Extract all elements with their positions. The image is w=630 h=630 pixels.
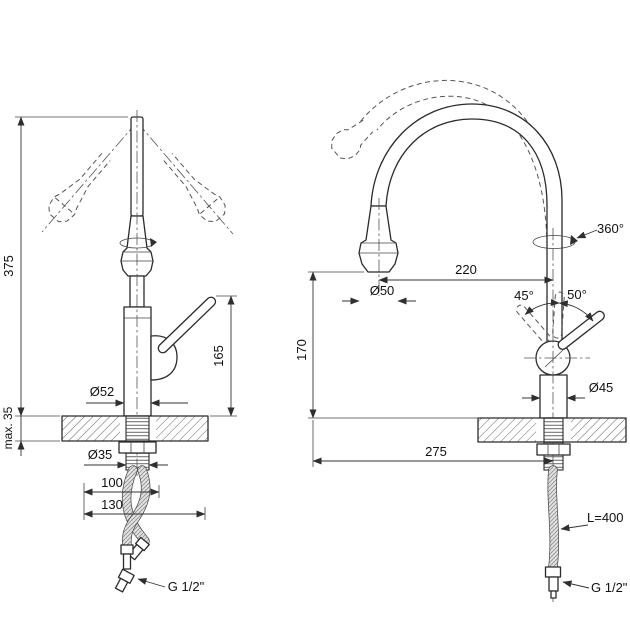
dim-body-diameter-label: Ø52 xyxy=(90,384,115,399)
swing-line-left xyxy=(41,121,138,233)
handle xyxy=(150,296,217,381)
dim-handle-tilt-left-label: 45° xyxy=(514,288,534,303)
dim-total-height: 375 xyxy=(1,116,128,417)
dim-base-diameter: Ø45 xyxy=(522,380,614,402)
dim-spray-diameter-label: Ø50 xyxy=(370,283,395,298)
spray-head xyxy=(120,215,154,277)
dim-shank-diameter: Ø35 xyxy=(84,447,168,469)
dim-hose-offset1-label: 100 xyxy=(101,475,123,490)
dim-handle-height-label: 165 xyxy=(211,345,226,367)
handle-side: 45° 50° xyxy=(514,287,605,350)
hose-fitting-bottom xyxy=(544,566,562,599)
dim-base-diameter-label: Ø45 xyxy=(589,380,614,395)
body xyxy=(123,275,152,417)
dim-hose-offset2-label: 130 xyxy=(101,497,123,512)
spout-gooseneck xyxy=(358,103,563,347)
swivel-arrow-icon xyxy=(570,235,578,245)
thread-label-side-text: G 1/2" xyxy=(591,580,628,595)
spray-head-ghost-left xyxy=(48,153,111,223)
handle-ghost-left xyxy=(515,304,551,343)
dim-body-diameter: Ø52 xyxy=(86,384,188,407)
dim-handle-height: 165 xyxy=(210,295,237,417)
thread-label-front: G 1/2" xyxy=(137,578,205,594)
swivel-indicator xyxy=(119,237,157,249)
dim-spout-clearance-label: 170 xyxy=(294,339,309,361)
supply-hoses xyxy=(114,465,151,593)
dim-total-depth: 275 xyxy=(312,420,554,467)
dim-total-depth-label: 275 xyxy=(425,444,447,459)
handle-lever xyxy=(557,310,605,350)
swivel-arrow-icon xyxy=(150,238,157,247)
side-view: 360° 45° 50° xyxy=(294,79,628,602)
supply-hose-side xyxy=(544,465,562,599)
dim-spout-reach: 220 xyxy=(378,262,554,284)
swivel-indicator-side: 360° xyxy=(532,221,624,249)
dim-spout-clearance: 170 xyxy=(294,271,480,419)
dim-shank-diameter-label: Ø35 xyxy=(88,447,113,462)
dim-handle-tilt-right-label: 50° xyxy=(567,287,587,302)
dim-total-height-label: 375 xyxy=(1,255,16,277)
mounting-shank xyxy=(118,415,157,471)
spout-ghost xyxy=(331,79,563,247)
spray-head-side xyxy=(358,205,399,273)
thread-label-side: G 1/2" xyxy=(562,580,628,595)
dim-max-thickness-label: max. 35 xyxy=(1,406,15,449)
thread-label-front-text: G 1/2" xyxy=(168,579,205,594)
hose-fitting-straight xyxy=(114,544,135,593)
dim-hose-length: L=400 xyxy=(560,510,624,532)
swing-line-right xyxy=(136,121,234,235)
front-view: 375 max. 35 165 Ø52 Ø35 xyxy=(1,110,237,594)
dim-hose-offsets: 100 130 xyxy=(83,475,206,520)
spray-head-ghost-right xyxy=(163,153,226,223)
dim-spray-diameter: Ø50 xyxy=(342,283,416,305)
dim-spout-reach-label: 220 xyxy=(455,262,477,277)
dim-swivel-label: 360° xyxy=(597,221,624,236)
dim-max-thickness: max. 35 xyxy=(1,406,60,456)
dim-hose-length-label: L=400 xyxy=(587,510,624,525)
